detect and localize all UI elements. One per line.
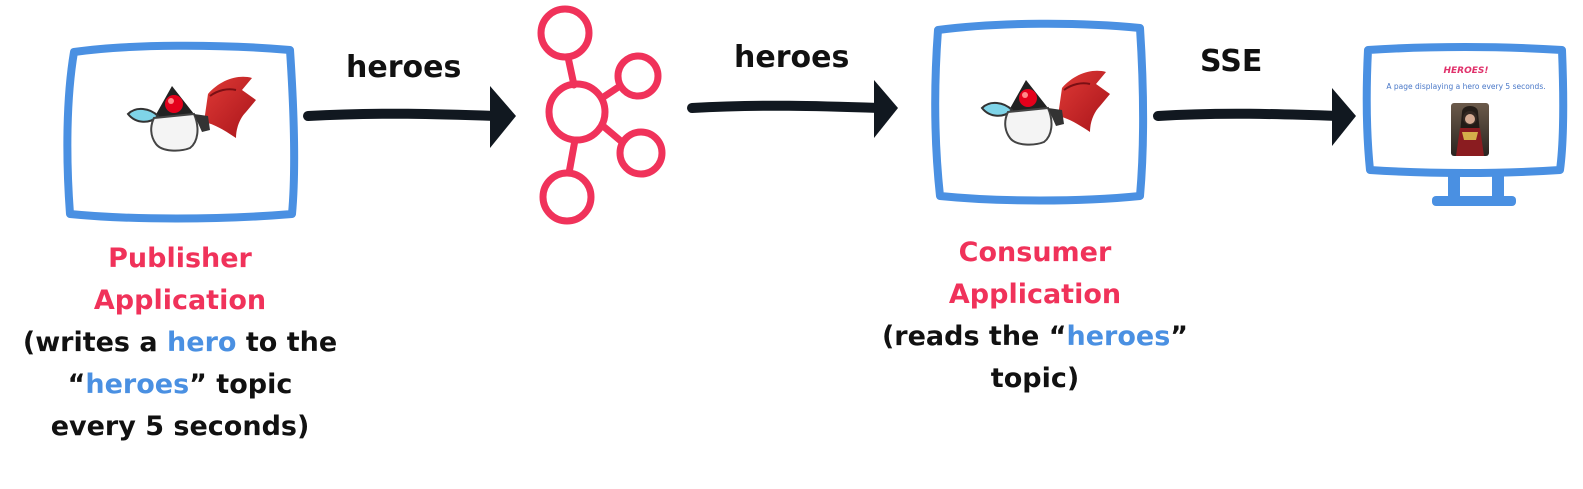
arrow-consumer-to-browser [1153,88,1356,146]
consumer-title-line1: Consumer [958,237,1112,268]
browser-page-title: HEROES! [1443,66,1489,76]
highlight-hero: hero [167,327,237,358]
edge-label-broker-consumer: heroes [734,40,850,75]
hero-image [1451,103,1489,156]
publisher-app-box [63,41,299,223]
publisher-desc-line3: every 5 seconds) [50,411,310,442]
publisher-desc-line1: (writes a hero to the [0,322,360,364]
consumer-title-line2: Application [948,279,1122,310]
text-fragment: “ [67,369,86,400]
publisher-title-line1: Publisher [108,243,252,274]
consumer-desc-line1: (reads the “heroes” [860,316,1210,358]
edge-label-publisher-broker: heroes [346,50,462,85]
consumer-desc-line2: topic) [990,363,1080,394]
arrow-broker-to-consumer [687,80,898,138]
edge-label-sse: SSE [1200,44,1263,79]
kafka-logo-icon [537,5,666,225]
browser-page-text: A page displaying a hero every 5 seconds… [1386,82,1546,91]
text-fragment: ” [1170,321,1189,352]
publisher-desc-line2: “heroes” topic [0,364,360,406]
publisher-caption: Publisher Application (writes a hero to … [0,238,360,448]
arrow-publisher-to-broker [303,86,516,148]
java-duke-caped-mascot-icon [127,75,257,152]
monitor-icon [1362,43,1568,206]
java-duke-caped-mascot-icon [981,69,1111,146]
consumer-caption: Consumer Application (reads the “heroes”… [860,232,1210,400]
text-fragment: to the [236,327,338,358]
consumer-app-box [931,19,1147,205]
highlight-heroes: heroes [1066,321,1171,352]
highlight-heroes: heroes [85,369,190,400]
text-fragment: ” topic [189,369,293,400]
text-fragment: (writes a [22,327,168,358]
text-fragment: (reads the “ [881,321,1067,352]
browser-screen-content: HEROES! A page displaying a hero every 5… [1376,66,1556,91]
publisher-title-line2: Application [93,285,267,316]
